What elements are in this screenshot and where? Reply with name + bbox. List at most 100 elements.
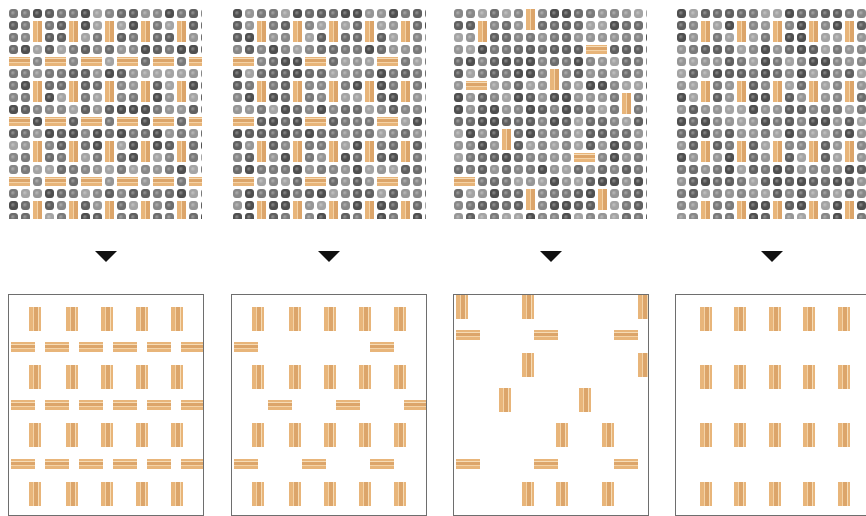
pebble [177,9,186,18]
pebble [317,213,326,219]
wood-tile [113,459,137,469]
wood-tile [29,307,41,331]
pebble [562,177,571,186]
pebble [574,69,583,78]
pebble [454,9,463,18]
pebble [129,201,138,210]
wood-tile [136,482,148,506]
pebble [598,165,607,174]
wood-tile [502,129,511,150]
pebble [57,153,66,162]
pebble [177,57,186,66]
pebble [105,189,114,198]
pebble [413,81,422,90]
pebble [117,45,126,54]
pebble [401,129,410,138]
pebble [646,141,647,150]
wood-tile [177,201,186,219]
wood-tile [289,365,301,389]
pebble [749,153,758,162]
pebble [574,33,583,42]
pebble [622,201,631,210]
pebble [677,141,686,150]
pebble [401,165,410,174]
pebble [514,93,523,102]
pebble [725,21,734,30]
pebble [809,189,818,198]
pebble [622,153,631,162]
pebble [425,33,426,42]
pebble [257,189,266,198]
pebble [81,21,90,30]
pebble [377,81,386,90]
pebble [677,117,686,126]
wood-tile [268,400,292,410]
pebble [586,129,595,138]
pebble [454,81,463,90]
pebble [598,177,607,186]
pebble [821,213,830,219]
pebble [809,177,818,186]
pebble [257,177,266,186]
wood-tile [289,482,301,506]
pebble [201,105,202,114]
pebble [689,189,698,198]
pebble [293,129,302,138]
pebble [305,189,314,198]
pebble [562,69,571,78]
pebble [269,177,278,186]
pebble [269,213,278,219]
wood-tile [9,117,30,126]
pebble [749,93,758,102]
pebble [490,213,499,219]
pebble [57,201,66,210]
pebble [737,105,746,114]
wood-tile [69,81,78,102]
pebble [833,177,842,186]
pebble [821,9,830,18]
pebble [646,33,647,42]
pebble [646,177,647,186]
wood-tile [113,342,137,352]
pebble [490,153,499,162]
pebble [269,165,278,174]
pebble [785,9,794,18]
wood-tile [141,81,150,102]
pebble [245,153,254,162]
pebble [610,33,619,42]
pebble [797,21,806,30]
pebble [701,189,710,198]
pebble [233,213,242,219]
wood-tile [526,189,535,210]
pebble [502,69,511,78]
pebble [81,81,90,90]
pebble [21,141,30,150]
pebble [353,117,362,126]
pebble [93,165,102,174]
pebble [365,165,374,174]
pebble [478,213,487,219]
pebble [514,117,523,126]
pebble [69,177,78,186]
pebble [281,117,290,126]
pebble [598,105,607,114]
pebble [401,45,410,54]
pebble [821,141,830,150]
pebble [610,213,619,219]
pebble [189,45,198,54]
pebble [454,213,463,219]
pebble [586,69,595,78]
pebble [33,177,42,186]
pebble [454,165,463,174]
pebble [502,117,511,126]
pebble [293,189,302,198]
pebble [353,129,362,138]
pebble [538,189,547,198]
pebble [677,165,686,174]
pebble [45,93,54,102]
pebble [341,81,350,90]
wood-tile [233,57,254,66]
wood-tile [838,423,850,447]
wood-tile [153,117,174,126]
pebble [797,33,806,42]
